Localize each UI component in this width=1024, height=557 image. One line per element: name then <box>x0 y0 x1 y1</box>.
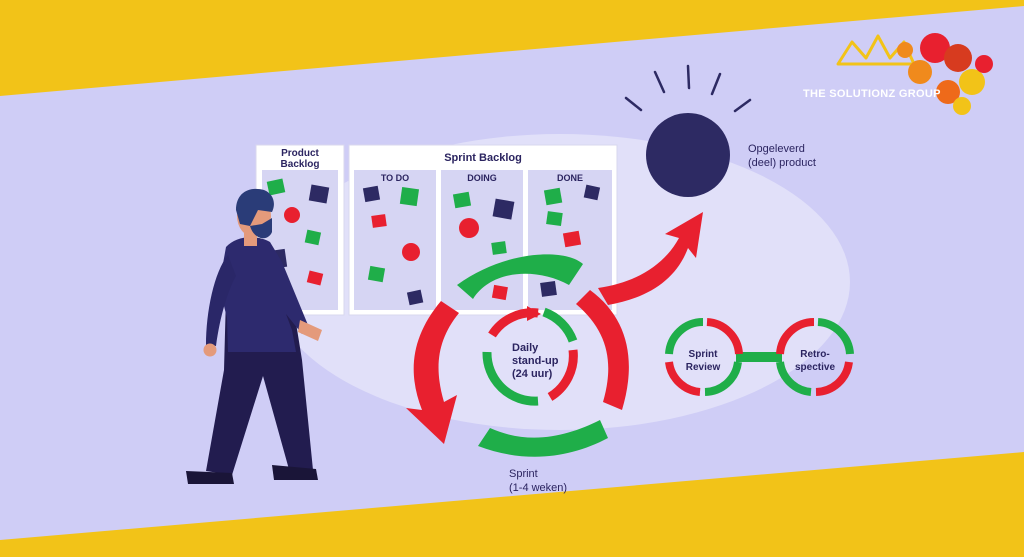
product-label-line1: Opgeleverd <box>748 143 805 155</box>
task-card <box>266 178 286 196</box>
task-card <box>492 198 515 220</box>
sprint-events: Sprint Review Retro- spective <box>665 317 854 396</box>
retro-arc-green <box>817 318 854 355</box>
daily-label-line3: (24 uur) <box>512 368 553 380</box>
column-header-done: DONE <box>557 173 583 183</box>
sprint-arc-red-right <box>576 290 629 410</box>
review-arc-green <box>704 361 742 396</box>
daily-arc-red <box>547 349 578 401</box>
product-backlog-title-line1: Product <box>281 148 319 159</box>
blocker-dot <box>284 207 300 223</box>
person-hand <box>298 320 322 341</box>
task-card <box>562 230 582 248</box>
retro-arc-green <box>776 361 812 396</box>
review-arc-red <box>665 361 701 396</box>
person-beard <box>250 218 272 239</box>
task-card <box>491 284 508 301</box>
review-label-line2: Review <box>686 362 721 373</box>
person-hair <box>236 188 274 226</box>
crown-icon <box>836 34 916 66</box>
task-card <box>583 184 601 201</box>
column-header-todo: TO DO <box>381 173 409 183</box>
brand-name: THE SOLUTIONZ GROUP <box>803 88 941 100</box>
daily-arc-green <box>542 307 578 343</box>
task-card <box>452 191 472 209</box>
task-card <box>543 187 563 206</box>
sprint-label-line1: Sprint <box>509 468 538 480</box>
brand-logo: THE SOLUTIONZ GROUP <box>803 33 993 115</box>
task-card <box>308 184 330 204</box>
sprint-label-line2: (1-4 weken) <box>509 482 567 494</box>
sprint-arrow-red-left <box>406 301 459 444</box>
task-card <box>306 270 324 286</box>
task-cards <box>266 178 601 306</box>
sprint-arc-green-top <box>457 254 583 299</box>
retro-arc-red <box>815 361 853 396</box>
review-arc-red <box>706 318 743 355</box>
daily-arrowhead <box>527 306 541 321</box>
task-card <box>546 211 563 227</box>
daily-label-line2: stand-up <box>512 355 559 367</box>
maple-leaves-icon <box>897 33 993 115</box>
task-card <box>367 265 386 283</box>
task-card <box>371 214 387 228</box>
task-card <box>406 289 424 306</box>
delivered-product: Opgeleverd (deel) product <box>624 64 816 197</box>
delivery-arrow <box>598 212 703 305</box>
person-hand <box>203 343 217 357</box>
sprint-backlog-title: Sprint Backlog <box>444 152 522 164</box>
task-card <box>304 229 322 246</box>
blocker-dot <box>402 243 420 261</box>
blocker-dot <box>459 218 479 238</box>
person-illustration <box>186 188 322 484</box>
task-card <box>491 241 507 255</box>
retro-arc-red <box>776 317 815 355</box>
daily-label-line1: Daily <box>512 342 539 354</box>
daily-arc-green <box>482 351 539 406</box>
shine-rays-icon <box>624 64 752 113</box>
person-shoe <box>186 471 234 484</box>
retro-label-line1: Retro- <box>800 349 829 360</box>
task-card <box>399 186 420 207</box>
task-card <box>362 185 381 203</box>
events-connector <box>736 352 782 362</box>
product-label-line2: (deel) product <box>748 157 816 169</box>
sprint-cycle: Daily stand-up (24 uur) Sprint (1-4 weke… <box>406 212 703 494</box>
product-ball <box>646 113 730 197</box>
review-arc-green <box>665 317 704 355</box>
sprint-backlog-panel: Sprint Backlog TO DO DOING DONE <box>348 144 618 316</box>
task-card <box>540 280 557 297</box>
column-header-doing: DOING <box>467 173 497 183</box>
scrum-board: Product Backlog Sprint Backlog TO DO DOI… <box>255 144 618 316</box>
review-label-line1: Sprint <box>689 349 719 360</box>
sprint-arc-green-bottom <box>478 420 608 457</box>
person-jacket <box>219 237 308 352</box>
retro-label-line2: spective <box>795 362 835 373</box>
person-shoe <box>272 465 318 480</box>
product-backlog-title-line2: Backlog <box>281 159 320 170</box>
person-arm <box>206 255 236 346</box>
